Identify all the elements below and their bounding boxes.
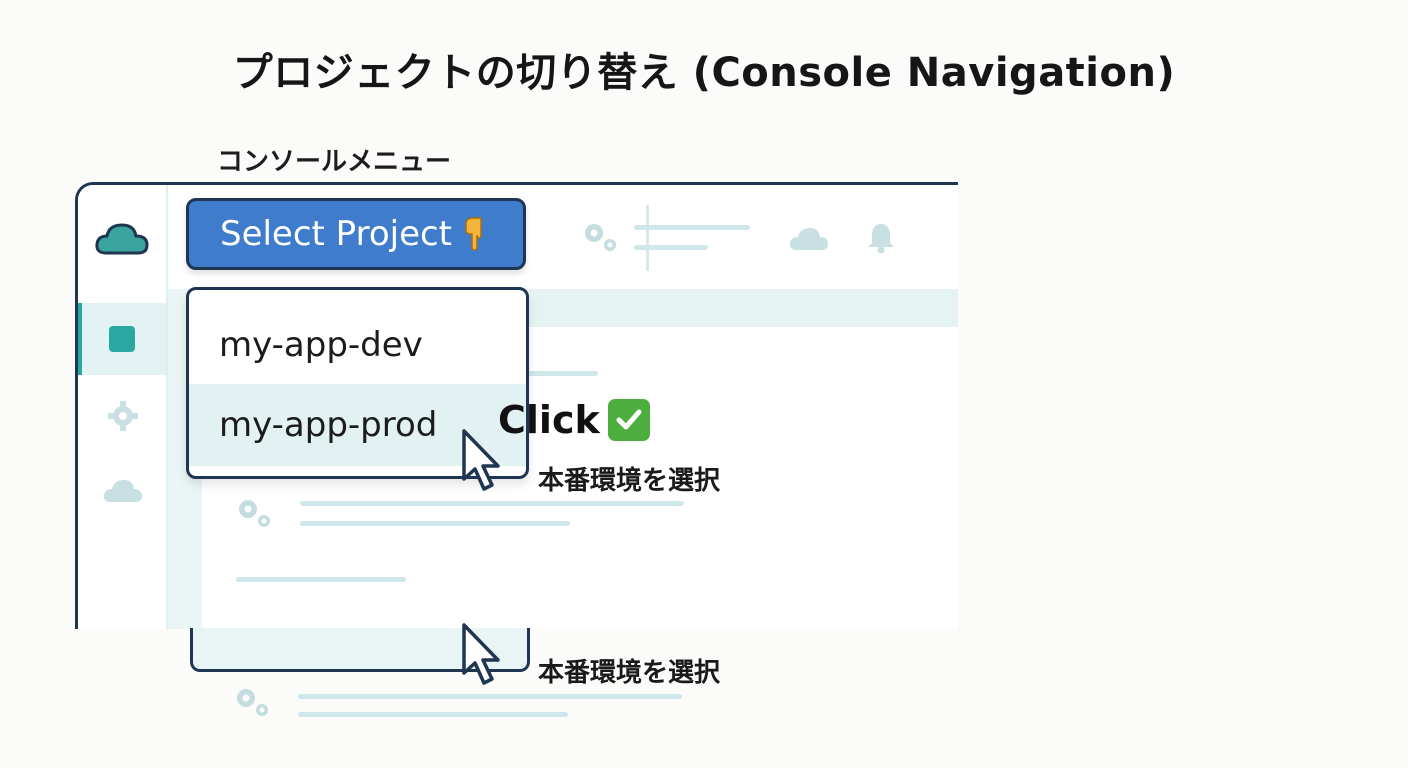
content-line	[298, 712, 568, 717]
top-bar-divider	[646, 205, 649, 271]
sidebar-item-active[interactable]	[78, 303, 166, 375]
select-prod-note-echo: 本番環境を選択	[538, 658, 721, 688]
gears-icon[interactable]	[580, 219, 620, 255]
dropdown-item-prod[interactable]: my-app-prod	[189, 384, 526, 466]
cloud-logo-icon[interactable]	[94, 219, 150, 259]
page-title: プロジェクトの切り替え (Console Navigation)	[232, 50, 1176, 96]
click-annotation: Click	[498, 398, 650, 442]
square-icon	[108, 325, 136, 353]
check-mark-icon	[607, 399, 650, 441]
content-line	[528, 371, 598, 376]
top-bar-line	[634, 225, 750, 230]
select-project-button[interactable]: Select Project	[186, 198, 526, 270]
cloud-icon[interactable]	[102, 477, 144, 505]
gears-icon	[232, 684, 272, 720]
sidebar	[78, 185, 168, 629]
content-line	[300, 521, 570, 526]
click-text: Click	[498, 398, 600, 442]
console-menu-label: コンソールメニュー	[217, 147, 452, 177]
content-line	[300, 501, 684, 506]
mouse-cursor-icon	[458, 428, 508, 494]
cloud-icon[interactable]	[788, 225, 830, 253]
select-project-label: Select Project	[219, 214, 453, 254]
dropdown-item-dev[interactable]: my-app-dev	[219, 325, 423, 365]
gear-icon[interactable]	[106, 399, 140, 433]
top-bar-line	[634, 245, 708, 250]
content-line	[298, 694, 682, 699]
mouse-cursor-icon	[458, 622, 508, 688]
select-prod-note: 本番環境を選択	[538, 466, 721, 496]
pointing-hand-icon	[462, 216, 492, 252]
bell-icon[interactable]	[866, 221, 896, 255]
content-line	[236, 577, 406, 582]
gears-icon	[234, 495, 274, 531]
